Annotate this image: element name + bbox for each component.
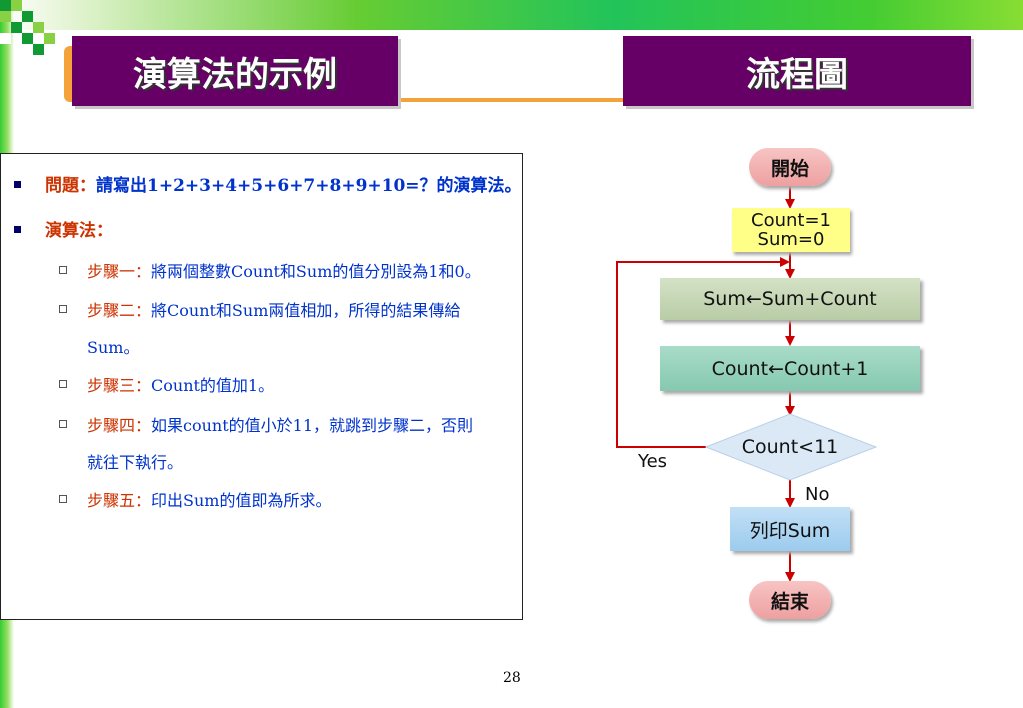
problem-line: 問題：請寫出1+2+3+4+5+6+7+8+9+10=？的演算法。 <box>45 171 522 196</box>
flow-print-step: 列印Sum <box>730 507 850 551</box>
step1-label: 步驟一： <box>87 262 152 281</box>
step5-bullet <box>59 495 67 503</box>
step1-text: 將兩個整數Count和Sum的值分別設為1和0。 <box>151 262 481 281</box>
step5-text: 印出Sum的值即為所求。 <box>151 491 332 510</box>
step2-text: 將Count和Sum兩值相加，所得的結果傳給 <box>151 301 461 320</box>
step2-text-cont: Sum。 <box>87 338 140 357</box>
no-label: No <box>805 484 830 505</box>
bullet-problem <box>14 181 21 188</box>
step3-line: 步驟三：Count的值加1。 <box>87 372 274 396</box>
step5-line: 步驟五：印出Sum的值即為所求。 <box>87 487 331 511</box>
slide-title-right: 流程圖 <box>623 36 971 106</box>
step4-bullet <box>59 420 67 428</box>
step4-line: 步驟四：如果count的值小於11，就跳到步驟二，否則 <box>87 412 473 436</box>
step2-line: 步驟二：將Count和Sum兩值相加，所得的結果傳給 <box>87 297 460 321</box>
step5-label: 步驟五： <box>87 491 152 510</box>
flow-init-count: Count=1 <box>751 210 831 231</box>
bullet-algorithm <box>14 226 21 233</box>
step2-label: 步驟二： <box>87 301 152 320</box>
flow-count-step: Count←Count+1 <box>660 346 920 391</box>
step4-text-cont: 就往下執行。 <box>87 453 184 472</box>
step1-line: 步驟一：將兩個整數Count和Sum的值分別設為1和0。 <box>87 258 481 282</box>
flow-start: 開始 <box>749 148 831 186</box>
step1-bullet <box>59 266 67 274</box>
algorithm-text-box: 問題：請寫出1+2+3+4+5+6+7+8+9+10=？的演算法。 演算法： 步… <box>0 153 523 620</box>
step3-bullet <box>59 380 67 388</box>
decision-diamond <box>704 413 878 481</box>
step4-label: 步驟四： <box>87 416 152 435</box>
step4-text: 如果count的值小於11，就跳到步驟二，否則 <box>151 416 474 435</box>
title-accent-decor <box>64 46 74 102</box>
step2-bullet <box>59 305 67 313</box>
step3-label: 步驟三： <box>87 376 152 395</box>
slide-title-left: 演算法的示例 <box>72 36 398 106</box>
flow-end: 結束 <box>749 581 831 619</box>
page-number: 28 <box>503 670 521 686</box>
algorithm-label: 演算法： <box>45 221 113 241</box>
yes-label: Yes <box>638 451 668 472</box>
flow-sum-step: Sum←Sum+Count <box>660 278 920 320</box>
step3-text: Count的值加1。 <box>151 376 275 395</box>
top-decor-band <box>0 0 1023 30</box>
flow-decision-label: Count<11 <box>741 436 839 458</box>
arrow-yes-loop <box>616 257 790 448</box>
problem-label: 問題： <box>45 176 96 196</box>
flow-init: Count=1 Sum=0 <box>732 208 850 252</box>
flow-init-sum: Sum=0 <box>757 229 825 250</box>
problem-text: 請寫出1+2+3+4+5+6+7+8+9+10=？的演算法。 <box>96 176 522 196</box>
